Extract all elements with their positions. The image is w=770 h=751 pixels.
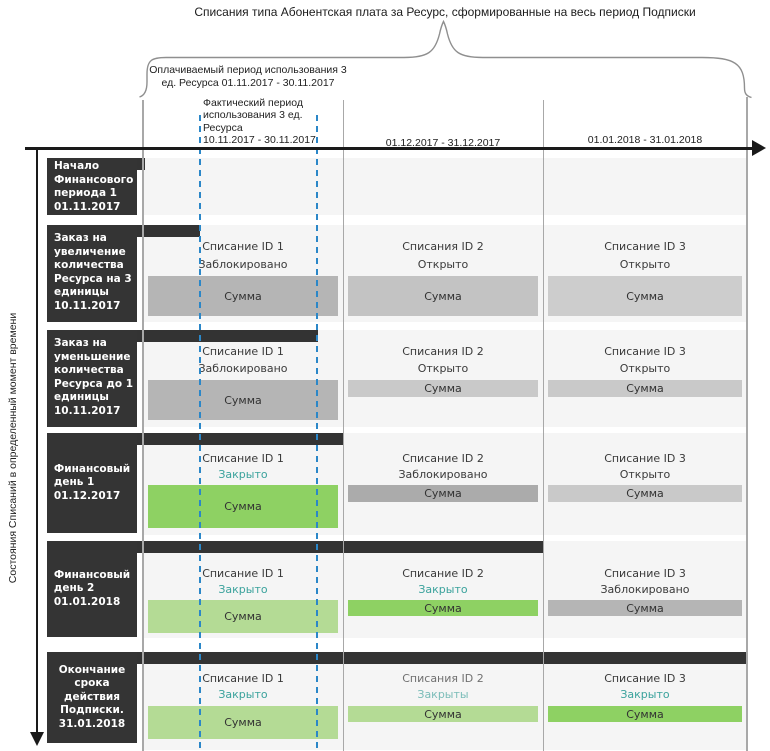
amount-bar: Сумма [148, 380, 338, 420]
charge-status: Открыто [417, 258, 469, 271]
time-axis-line [25, 147, 753, 150]
charge-id: Списания ID 2 [402, 240, 484, 253]
amount-bar: Сумма [548, 706, 742, 722]
event-label: Финансовый день 2 01.01.2018 [47, 541, 137, 637]
charge-id: Списание ID 3 [604, 452, 686, 465]
row-background [143, 158, 747, 215]
charge-cell: Списание ID 3 Заблокировано Сумма [543, 541, 747, 638]
amount-bar: Сумма [348, 276, 538, 316]
amount-bar: Сумма [348, 380, 538, 397]
charge-cell: Списание ID 1 Заблокировано Сумма [143, 330, 343, 427]
column-gridline [542, 100, 544, 751]
timeline-row-increase-order: Заказ на увеличение количества Ресурса н… [0, 225, 770, 322]
right-arrowhead-icon [752, 140, 766, 156]
timeline-row-decrease-order: Заказ на уменьшение количества Ресурса д… [0, 330, 770, 427]
charge-id: Списание ID 3 [604, 240, 686, 253]
charge-cell: Списание ID 2 Закрыто Сумма [343, 541, 543, 638]
amount-bar: Сумма [148, 485, 338, 528]
amount-bar: Сумма [548, 600, 742, 616]
charge-status: Открыто [619, 362, 671, 375]
charge-id: Списания ID 2 [402, 672, 484, 685]
event-label: Финансовый день 1 01.12.2017 [47, 433, 137, 533]
amount-bar: Сумма [548, 485, 742, 502]
charge-status: Заблокировано [600, 583, 690, 596]
charge-cell: Списание ID 2 Заблокировано Сумма [343, 433, 543, 535]
charge-status: Заблокировано [398, 468, 488, 481]
time-progress-bar [137, 158, 145, 170]
charge-status: Открыто [417, 362, 469, 375]
column-gridline [746, 97, 748, 751]
charge-status: Открыто [619, 468, 671, 481]
timeline-row-period-start: Начало Финансового периода 1 01.11.2017 [0, 158, 770, 215]
diagram-title: Списания типа Абонентская плата за Ресур… [194, 5, 696, 19]
column-gridline [142, 100, 144, 751]
charge-cell: Списания ID 2 Открыто Сумма [343, 330, 543, 427]
amount-bar: Сумма [348, 600, 538, 616]
actual-period-start-dashed-line [199, 115, 201, 751]
charge-cell: Списание ID 3 Закрыто Сумма [543, 652, 747, 750]
charge-status: Закрыто [620, 688, 670, 701]
timeline-row-subscription-end: Окончание срока действия Подписки. 31.01… [0, 652, 770, 750]
charge-cell: Списание ID 3 Открыто Сумма [543, 225, 747, 322]
charge-id: Списание ID 1 [202, 452, 284, 465]
charge-id: Списание ID 1 [202, 240, 284, 253]
timeline-row-financial-day-2: Финансовый день 2 01.01.2018 Списание ID… [0, 541, 770, 638]
amount-bar: Сумма [348, 485, 538, 502]
states-axis-line [36, 150, 38, 733]
subscription-period-brace [139, 19, 752, 99]
column-header-december: 01.12.2017 - 31.12.2017 [385, 137, 501, 149]
charge-status: Заблокировано [198, 362, 288, 375]
charge-cell: Списание ID 3 Открыто Сумма [543, 433, 747, 535]
charge-id: Списание ID 2 [402, 567, 484, 580]
charge-id: Списание ID 3 [604, 567, 686, 580]
column-gridline [342, 100, 344, 751]
timeline-row-financial-day-1: Финансовый день 1 01.12.2017 Списание ID… [0, 433, 770, 535]
charge-id: Списание ID 3 [604, 345, 686, 358]
actual-period-annotation: Фактический период использования 3 ед. Р… [203, 97, 316, 147]
event-label: Окончание срока действия Подписки. 31.01… [47, 652, 137, 743]
charge-cell: Списания ID 2 Закрыты Сумма [343, 652, 543, 750]
time-progress-bar [137, 330, 318, 342]
charge-status: Заблокировано [198, 258, 288, 271]
down-arrowhead-icon [30, 732, 44, 746]
time-progress-bar [137, 652, 747, 664]
charge-id: Списание ID 3 [604, 672, 686, 685]
charge-id: Списание ID 1 [202, 672, 284, 685]
charge-id: Списание ID 2 [402, 452, 484, 465]
charge-cell: Списание ID 1 Закрыто Сумма [143, 433, 343, 535]
charge-id: Списания ID 2 [402, 345, 484, 358]
charge-status: Закрыто [418, 583, 468, 596]
amount-bar: Сумма [348, 706, 538, 722]
time-progress-bar [137, 541, 543, 553]
charge-status: Закрыто [218, 688, 268, 701]
charge-cell: Списание ID 1 Заблокировано Сумма [143, 225, 343, 322]
states-axis-label: Состояния Списаний в определенный момент… [7, 312, 19, 584]
column-header-january: 01.01.2018 - 31.01.2018 [587, 134, 703, 146]
actual-period-end-dashed-line [316, 115, 318, 751]
time-progress-bar [137, 225, 200, 237]
charge-id: Списание ID 1 [202, 567, 284, 580]
charge-cell: Списание ID 1 Закрыто Сумма [143, 652, 343, 750]
amount-bar: Сумма [148, 706, 338, 739]
event-label: Начало Финансового периода 1 01.11.2017 [47, 158, 137, 215]
charge-status: Закрыты [417, 688, 469, 701]
amount-bar: Сумма [548, 380, 742, 397]
amount-bar: Сумма [548, 276, 742, 316]
charge-id: Списание ID 1 [202, 345, 284, 358]
paid-period-annotation: Оплачиваемый период использования 3 ед. … [149, 64, 347, 89]
time-progress-bar [137, 433, 343, 445]
event-label: Заказ на уменьшение количества Ресурса д… [47, 330, 137, 427]
amount-bar: Сумма [148, 276, 338, 316]
charge-status: Закрыто [218, 468, 268, 481]
charge-cell: Списания ID 2 Открыто Сумма [343, 225, 543, 322]
charge-cell: Списание ID 3 Открыто Сумма [543, 330, 747, 427]
charge-status: Закрыто [218, 583, 268, 596]
charge-cell: Списание ID 1 Закрыто Сумма [143, 541, 343, 638]
charge-status: Открыто [619, 258, 671, 271]
event-label: Заказ на увеличение количества Ресурса н… [47, 225, 137, 322]
amount-bar: Сумма [148, 600, 338, 633]
